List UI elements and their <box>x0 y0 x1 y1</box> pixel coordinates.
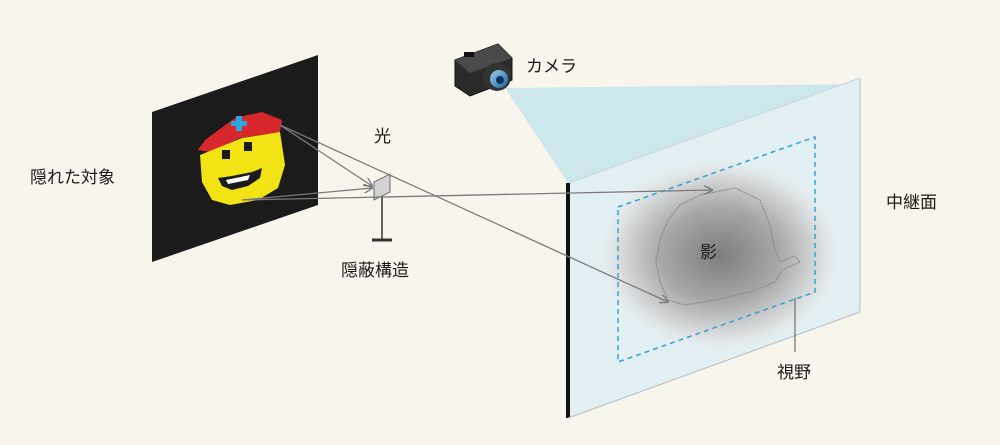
pixel-smiley-icon <box>198 112 285 205</box>
light-rays <box>241 124 712 302</box>
label-camera: カメラ <box>526 57 577 77</box>
occluder-card <box>372 173 392 242</box>
label-shadow: 影 <box>700 243 717 263</box>
label-light: 光 <box>374 127 391 147</box>
label-field-of-view: 視野 <box>777 363 811 383</box>
shadow-outline <box>655 187 801 306</box>
label-relay-surface: 中継面 <box>886 193 937 213</box>
shadow-blur <box>600 160 840 350</box>
field-of-view-rect <box>617 135 816 364</box>
camera-icon <box>454 43 513 97</box>
label-hidden-object: 隠れた対象 <box>30 168 115 188</box>
label-occluder: 隠蔽構造 <box>341 261 409 281</box>
